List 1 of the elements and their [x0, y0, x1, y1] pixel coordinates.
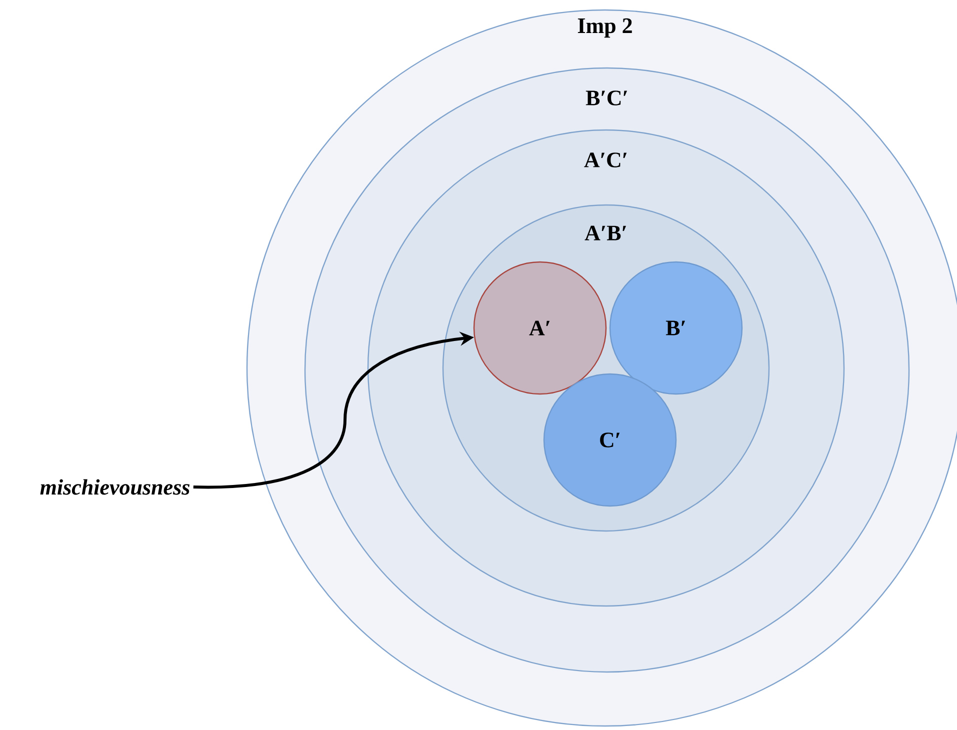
note-text: mischievousness: [40, 479, 190, 495]
